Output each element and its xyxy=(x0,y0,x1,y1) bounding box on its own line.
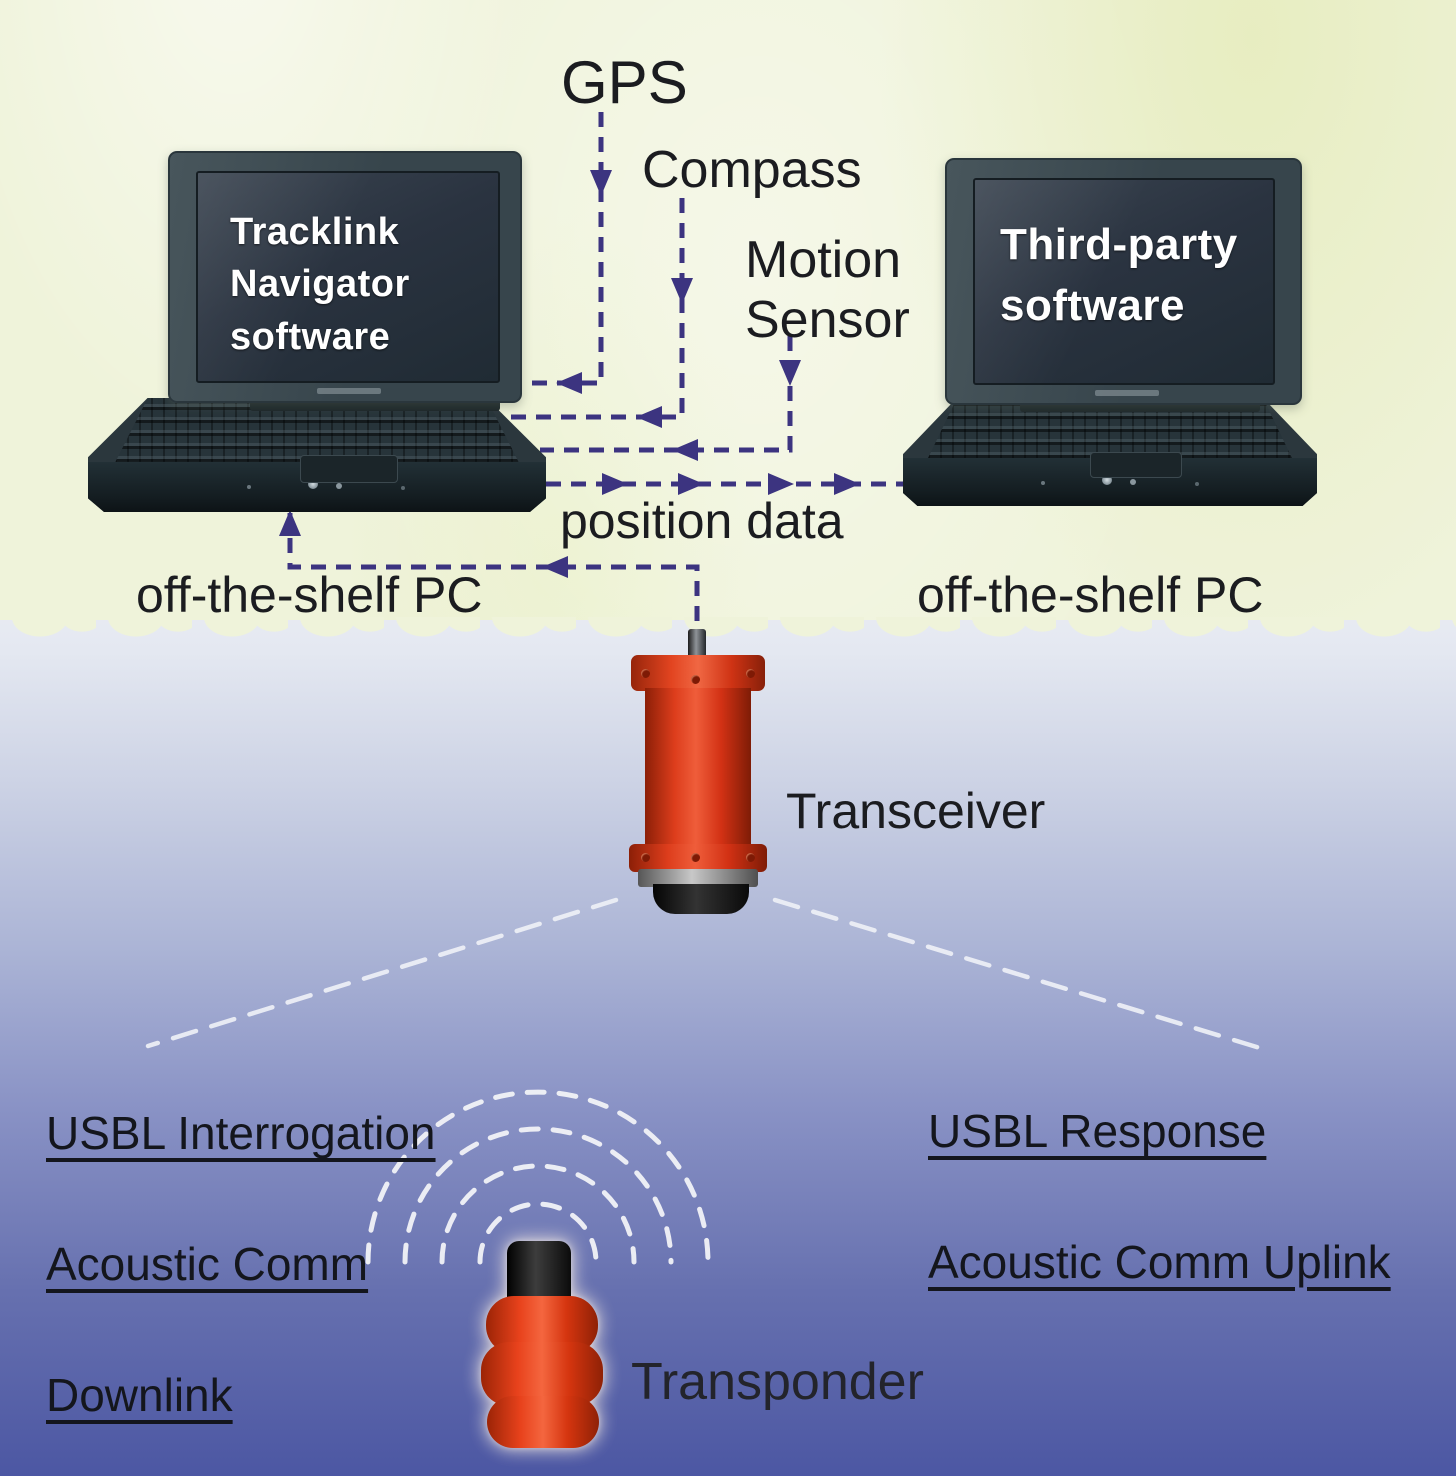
usbl-label-line: USBL Response xyxy=(928,1105,1267,1158)
position-data-label: position data xyxy=(560,493,844,549)
usbl-label-line: Acoustic Comm Uplink xyxy=(928,1235,1391,1288)
screen-text-line: software xyxy=(1000,280,1185,330)
usbl-response-label: USBL Response Acoustic Comm Uplink xyxy=(928,1034,1391,1361)
transponder-label: Transponder xyxy=(631,1353,924,1411)
laptop-lid xyxy=(945,158,1302,405)
laptop-screen-text: Tracklink Navigator software xyxy=(230,206,410,363)
transceiver-top-flange xyxy=(631,655,765,691)
laptop-screen xyxy=(196,171,500,383)
compass-label: Compass xyxy=(642,141,862,199)
screen-text-line: Navigator xyxy=(230,263,410,306)
screen-text-line: Third-party xyxy=(1000,220,1238,269)
transponder-body xyxy=(487,1396,599,1448)
water-surface-wave xyxy=(0,617,1456,659)
laptop-screen xyxy=(973,178,1275,385)
usbl-label-line: Downlink xyxy=(46,1368,233,1421)
laptop-trackpad xyxy=(1090,452,1182,478)
transceiver-bottom-flange xyxy=(629,844,767,872)
laptop-hinge xyxy=(1020,401,1260,412)
motion-sensor-label: Motion Sensor xyxy=(745,231,910,350)
screen-text-line: software xyxy=(230,315,391,358)
usbl-interrogation-label: USBL Interrogation Acoustic Comm Downlin… xyxy=(46,1036,436,1476)
off-the-shelf-pc-right-label: off-the-shelf PC xyxy=(917,567,1264,623)
laptop-screen-text: Third-party software xyxy=(1000,215,1238,336)
laptop-trackpad xyxy=(300,455,398,483)
laptop-keyboard xyxy=(927,398,1293,459)
transceiver-top-fitting xyxy=(688,629,706,659)
usbl-label-line: USBL Interrogation xyxy=(46,1107,436,1160)
transceiver-label: Transceiver xyxy=(786,783,1046,839)
transceiver-body xyxy=(645,688,751,848)
gps-label: GPS xyxy=(561,49,688,116)
laptop-lid xyxy=(168,151,522,403)
off-the-shelf-pc-left-label: off-the-shelf PC xyxy=(136,567,483,623)
transponder-body xyxy=(481,1342,603,1406)
usbl-label-line: Acoustic Comm xyxy=(46,1237,369,1290)
transceiver-metal-ring xyxy=(638,869,758,887)
transceiver-transducer-cap xyxy=(653,884,749,914)
screen-text-line: Tracklink xyxy=(230,211,400,253)
